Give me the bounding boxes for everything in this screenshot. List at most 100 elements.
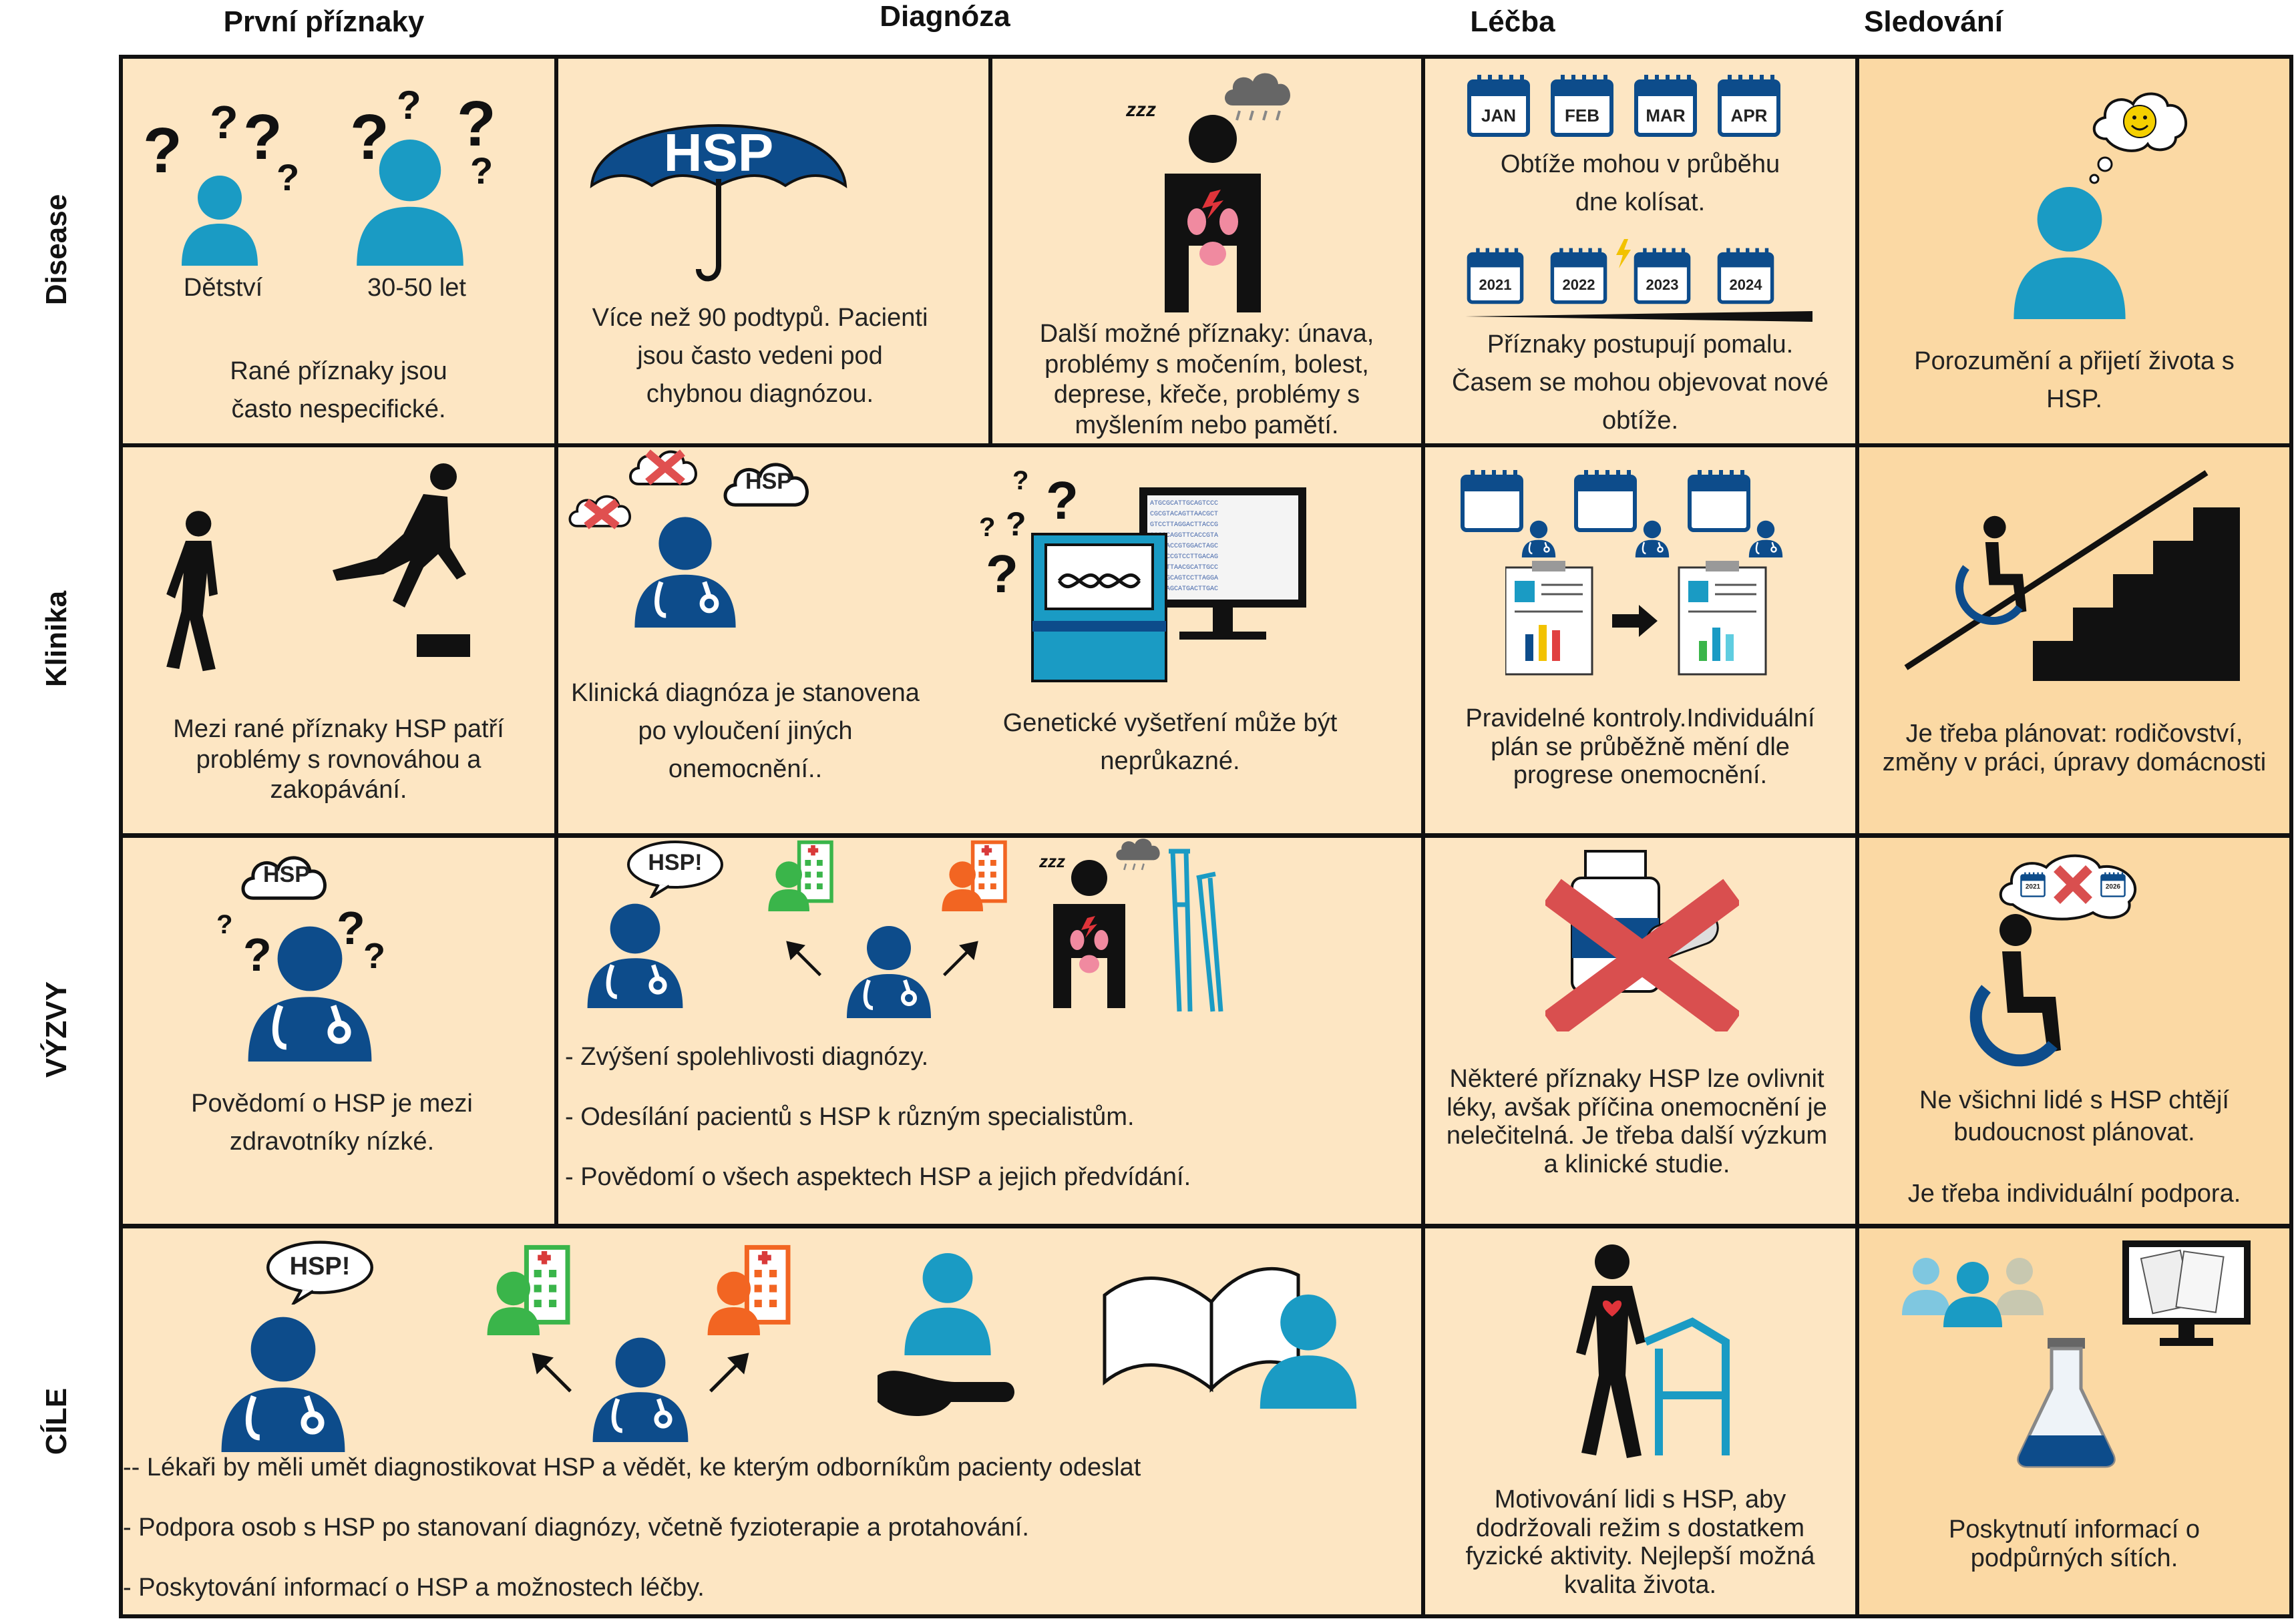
year-calendars: 2021 2022 2023 2024 xyxy=(1465,239,1839,319)
child-label: Dětství xyxy=(183,274,263,302)
doctor-icon xyxy=(1519,514,1559,561)
svg-text:TACCGCAGTCCTTAGGA: TACCGCAGTCCTTAGGA xyxy=(1150,575,1218,582)
umbrella-label: HSP xyxy=(663,123,774,182)
arrow-left-icon xyxy=(779,931,832,985)
support-networks-text: Poskytnutí informací o podpůrných sítích… xyxy=(1949,1516,2200,1572)
cile-monitoring-cell: Poskytnutí informací o podpůrných sítích… xyxy=(1855,1224,2293,1618)
svg-text:CGCGTACAGTTAACGCT: CGCGTACAGTTAACGCT xyxy=(1150,511,1218,518)
planning-thought-bubble: 2021 2026 xyxy=(1993,851,2153,931)
arrow-left-icon xyxy=(524,1342,584,1402)
column-header-first-symptoms: První příznaky xyxy=(223,5,425,38)
hsp-thought-bubble: HSP xyxy=(236,847,337,907)
calendar-icon: JAN xyxy=(1465,72,1532,139)
question-marks-icon: ? ? ? ? ? xyxy=(979,466,1079,604)
specialist-orange-icon xyxy=(939,838,1012,911)
crutches-icon xyxy=(1169,849,1223,1012)
calendar-icon: 2023 xyxy=(1632,246,1692,306)
doctor-icon xyxy=(839,918,939,1018)
month-calendars: JAN FEB MAR APR xyxy=(1465,72,1839,152)
symptoms-text: Další možné příznaky: únava, problémy s … xyxy=(1039,320,1374,439)
row-label-vyzvy: VÝZVY xyxy=(40,981,73,1078)
early-symptoms-text: Rané příznaky jsou často nespecifické. xyxy=(230,357,447,423)
person-icon xyxy=(1993,172,2146,319)
klinika-monitoring-cell: Je třeba plánovat: rodičovství, změny v … xyxy=(1855,443,2293,837)
cross-icon xyxy=(2054,865,2092,904)
svg-text:GTCCTTAGGACTTACCG: GTCCTTAGGACTTACCG xyxy=(1150,521,1218,529)
calendar-icon xyxy=(1686,467,1752,534)
calendar-icon xyxy=(1572,467,1639,534)
motivation-text: Motivování lidi s HSP, aby dodržovali re… xyxy=(1465,1485,1815,1599)
child-person-icon xyxy=(170,166,270,266)
doctor-icon xyxy=(210,1302,357,1455)
fluctuate-text: Obtíže mohou v průběhu dne kolísat. xyxy=(1500,150,1780,216)
adult-person-icon xyxy=(337,126,484,266)
wheelchair-person-icon xyxy=(1946,911,2080,1072)
medication-crossed-icon xyxy=(1545,850,1739,1031)
row-label-klinika: Klinika xyxy=(40,590,73,687)
column-header-treatment: Léčba xyxy=(1470,5,1555,38)
support-group-icon xyxy=(1902,1258,2044,1327)
tripping-person-icon xyxy=(333,463,470,657)
body-symptoms-icon xyxy=(1146,112,1280,326)
progress-text: Příznaky postupují pomalu. Časem se moho… xyxy=(1452,330,1829,435)
row-label-disease: Disease xyxy=(39,194,73,306)
calendar-icon: 2021 xyxy=(2020,871,2046,898)
cile-treatment-cell: Motivování lidi s HSP, aby dodržovali re… xyxy=(1421,1224,1859,1618)
stair-lift-icon xyxy=(1904,470,2240,681)
umbrella-icon xyxy=(590,124,847,282)
doctor-icon xyxy=(1632,514,1672,561)
hsp-thought-bubble: HSP xyxy=(719,454,819,514)
doctor-icon xyxy=(236,911,383,1065)
walker-exercise-icon xyxy=(1576,1244,1730,1458)
vyzvy-monitoring-cell: 2021 2026 Ne všichni lidé s HSP chtějí b… xyxy=(1855,834,2293,1228)
body-symptoms-icon xyxy=(1039,858,1139,1018)
svg-text:AACGCAGGTTCACCGTA: AACGCAGGTTCACCGTA xyxy=(1150,532,1218,539)
arrow-right-icon xyxy=(932,931,986,985)
genetic-test-text: Genetické vyšetření může být neprůkazné. xyxy=(1002,709,1338,775)
calendar-icon: 2026 xyxy=(2100,871,2126,898)
disease-subtypes-cell: HSP Více než 90 podtypů. Pacienti jsou č… xyxy=(554,55,992,447)
care-plan-update-icon xyxy=(1505,561,1767,676)
disease-symptoms-cell: zzz Další možné příznaky: únava, problém… xyxy=(988,55,1425,447)
doctor-icon xyxy=(584,1329,697,1442)
hsp-speech-bubble: HSP! xyxy=(625,838,725,898)
walking-person-icon xyxy=(143,487,250,701)
doctor-icon xyxy=(578,891,692,1011)
planning-reluctance-text: Ne všichni lidé s HSP chtějí budoucnost … xyxy=(1919,1086,2229,1146)
rain-cloud-icon xyxy=(1225,73,1290,121)
progress-wedge-icon xyxy=(1465,311,1812,322)
goal-bullet: - Poskytování informací o HSP a možnoste… xyxy=(123,1574,705,1602)
svg-text:CATGCCGTCCTTGACAG: CATGCCGTCCTTGACAG xyxy=(1150,553,1218,561)
svg-text:ATGCGCATTGCAGTCCC: ATGCGCATTGCAGTCCC xyxy=(1150,500,1218,507)
goal-bullet: -- Lékaři by měli umět diagnostikovat HS… xyxy=(123,1453,1141,1481)
vyzvy-first-symptoms-cell: HSP ? ? ? ? ? Povědomí o HSP je mezi zdr… xyxy=(119,834,558,1228)
column-header-diagnosis: Diagnóza xyxy=(880,0,1010,33)
column-header-monitoring: Sledování xyxy=(1864,5,2003,38)
adult-label: 30-50 let xyxy=(367,274,466,302)
svg-text:GGACTTAACGCATTGCC: GGACTTAACGCATTGCC xyxy=(1150,564,1218,571)
sleep-icon: zzz xyxy=(1039,851,1065,871)
rejected-thought-icon xyxy=(625,449,705,494)
supported-person-icon xyxy=(878,1253,1014,1416)
lightning-icon xyxy=(1616,239,1631,268)
computer-monitor-icon xyxy=(2122,1240,2251,1346)
dna-sequencer-icon: ATGCGCATTGCAGTCCC CGCGTACAGTTAACGCT GTCCTT… xyxy=(1031,487,1306,682)
challenge-bullet: - Odesílání pacientů s HSP k různým spec… xyxy=(565,1103,1135,1131)
hsp-speech-bubble: HSP! xyxy=(263,1238,377,1305)
calendar-icon: MAR xyxy=(1632,72,1699,139)
checkups-text: Pravidelné kontroly.Individuální plán se… xyxy=(1465,704,1815,790)
svg-text:TTGAACCGTGGACTAGC: TTGAACCGTGGACTAGC xyxy=(1150,543,1218,550)
goal-bullet: - Podpora osob s HSP po stanovaní diagnó… xyxy=(123,1514,1029,1542)
klinika-treatment-cell: Pravidelné kontroly.Individuální plán se… xyxy=(1421,443,1859,837)
vyzvy-diagnosis-cell: HSP! zzz - Zvýšení spolehlivosti diagnóz… xyxy=(554,834,1425,1228)
specialist-orange-icon xyxy=(704,1242,797,1335)
disease-monitoring-cell: Porozumění a přijetí života s HSP. xyxy=(1855,55,2293,447)
doctor-icon xyxy=(1746,514,1786,561)
disease-first-symptoms-cell: ? ? ? ? ? ? ? ? Dětství 30-50 let Rané p… xyxy=(119,55,558,447)
specialist-green-icon xyxy=(765,838,839,911)
calendar-icon: APR xyxy=(1716,72,1782,139)
individual-support-text: Je třeba individuální podpora. xyxy=(1907,1180,2241,1208)
calendar-icon xyxy=(1459,467,1525,534)
challenge-bullet: - Povědomí o všech aspektech HSP a jejic… xyxy=(565,1163,1191,1191)
acceptance-text: Porozumění a přijetí života s HSP. xyxy=(1914,347,2235,413)
